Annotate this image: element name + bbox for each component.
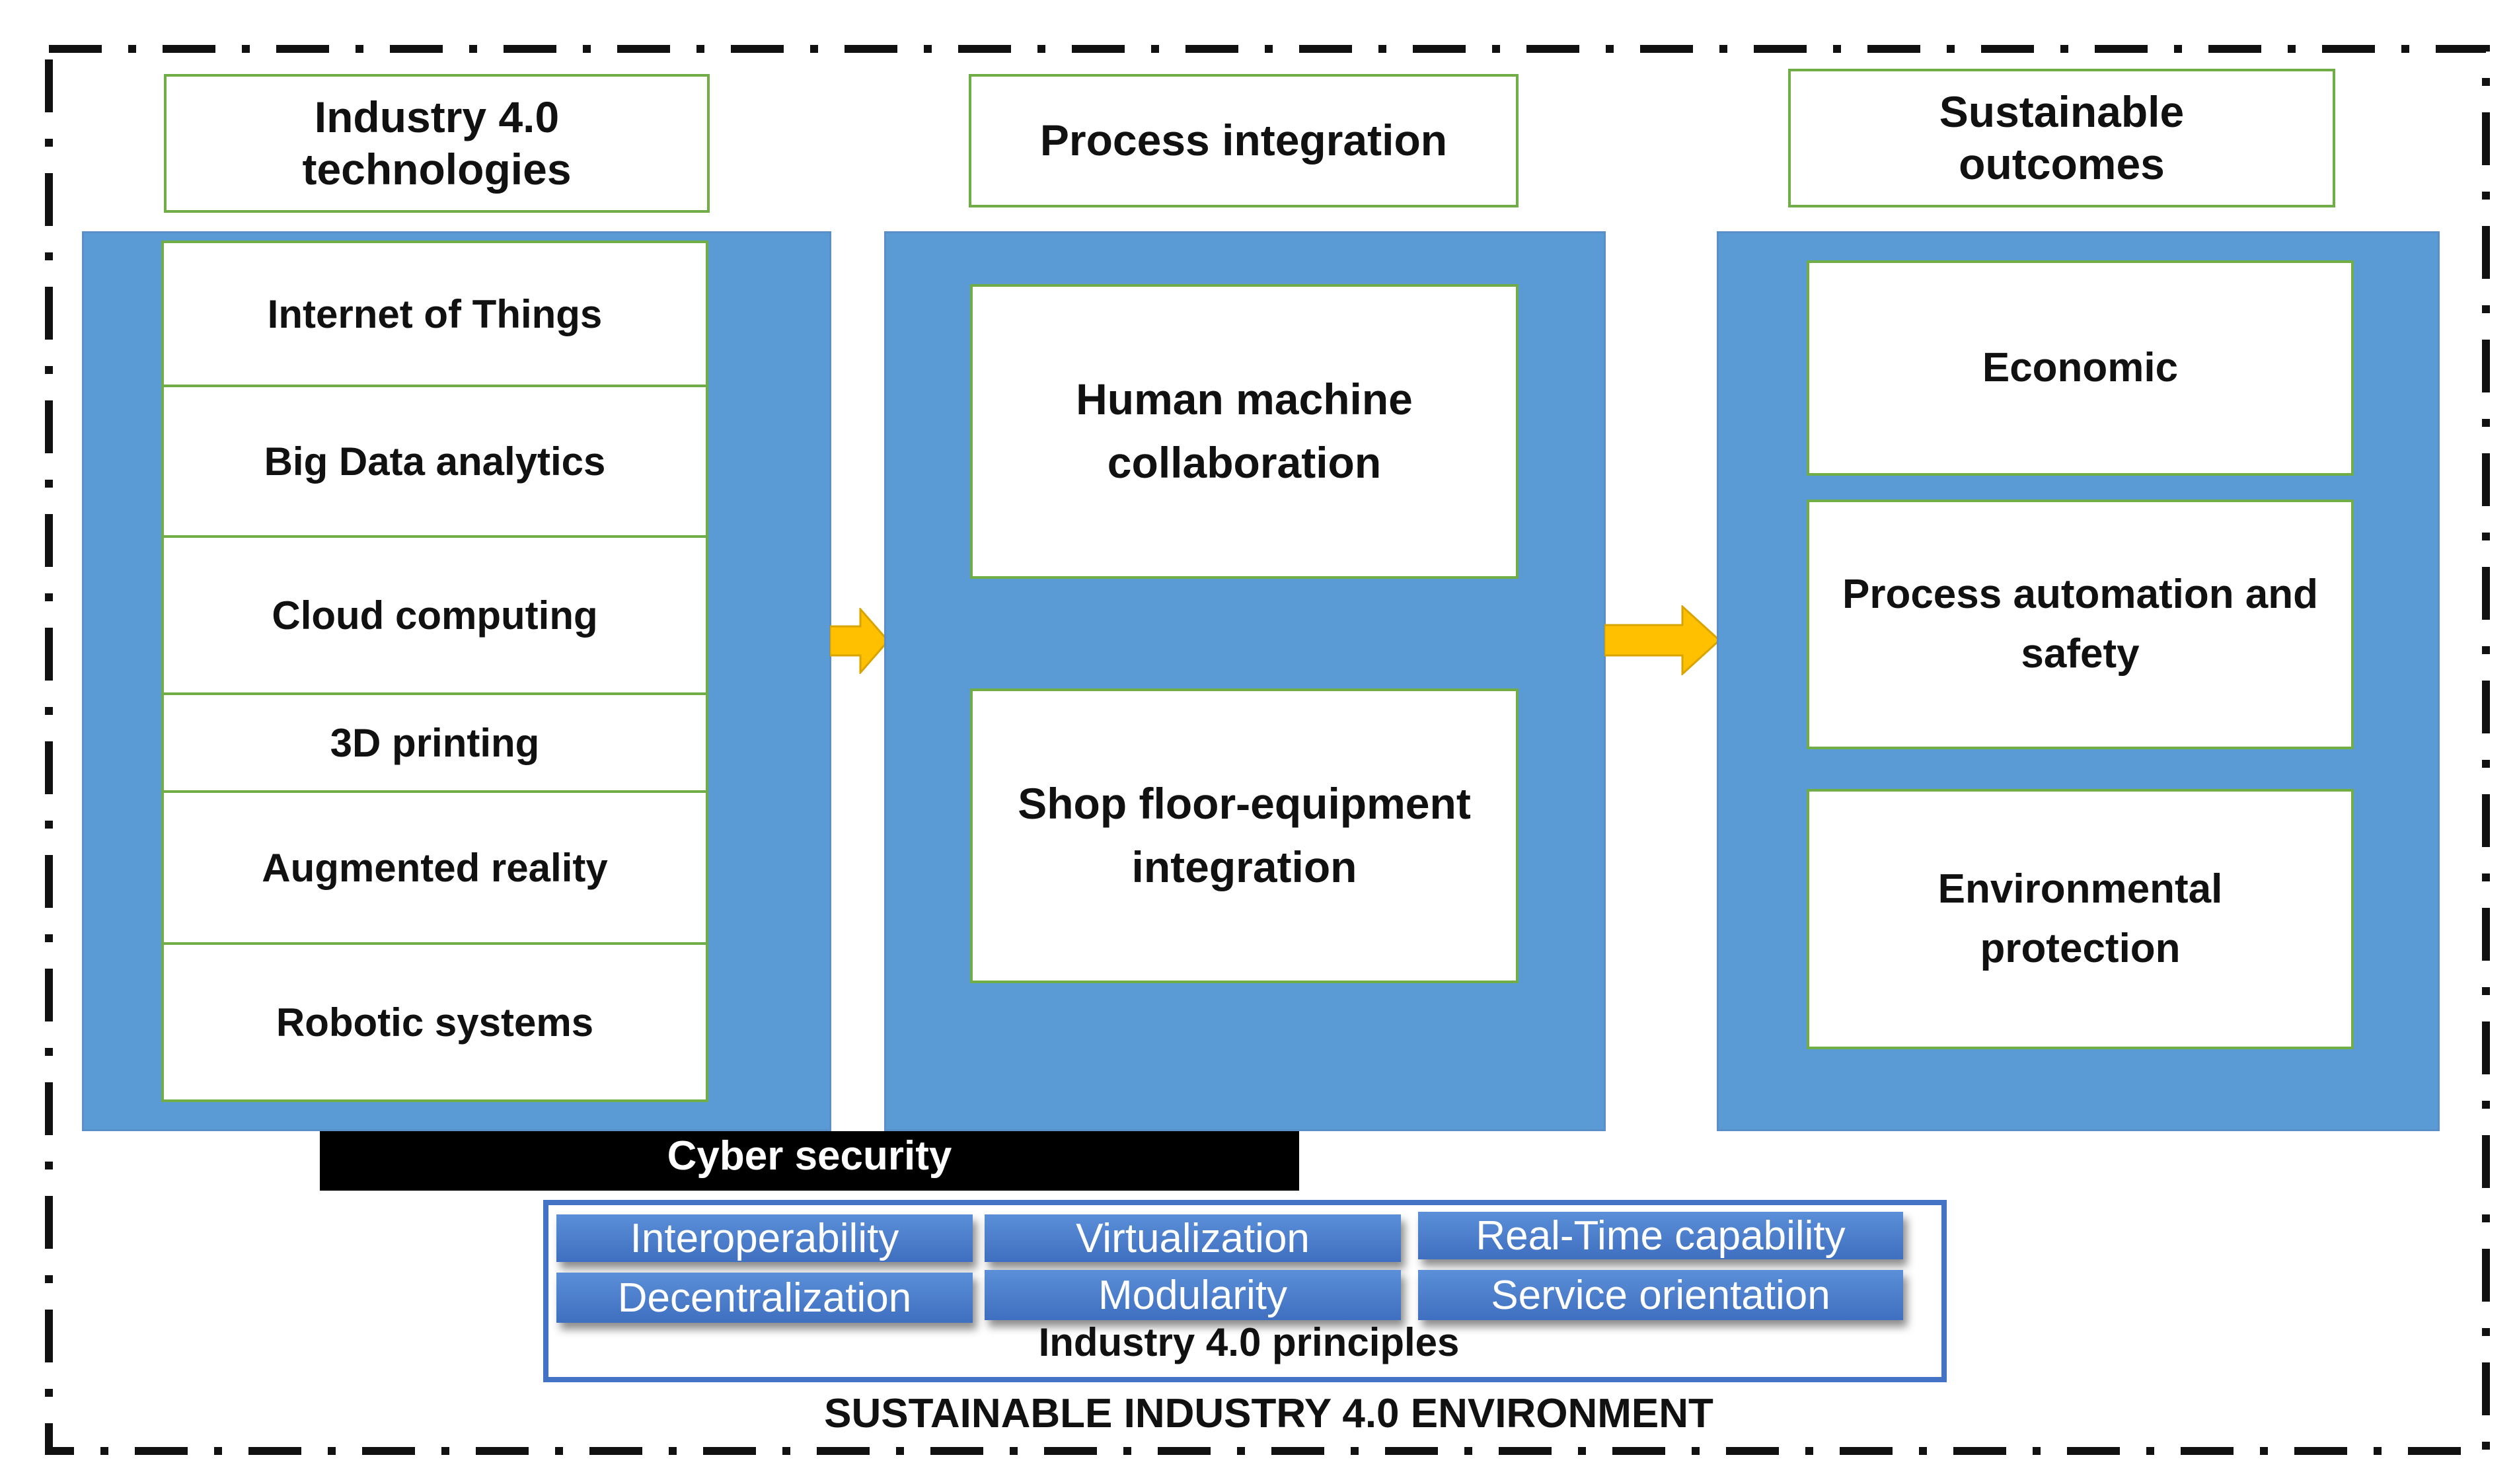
cyber-security-label: Cyber security — [667, 1133, 952, 1179]
cyber-security-bar: Cyber security — [320, 1131, 1299, 1191]
principle-service-orientation: Service orientation — [1418, 1270, 1903, 1320]
tech-item-cloud-computing: Cloud computing — [161, 535, 708, 695]
arrow-right-icon — [1604, 605, 1721, 675]
outcome-environmental-protection: Environmental protection — [1807, 789, 2354, 1049]
process-item-human-machine: Human machine collaboration — [970, 284, 1519, 579]
header-technologies: Industry 4.0 technologies — [164, 74, 710, 213]
principle-decentralization: Decentralization — [556, 1273, 973, 1323]
tech-item-big-data-analytics: Big Data analytics — [161, 385, 708, 538]
header-sustainable-outcomes: Sustainable outcomes — [1788, 69, 2335, 207]
principles-label: Industry 4.0 principles — [1038, 1320, 1460, 1364]
principle-modularity: Modularity — [985, 1270, 1401, 1320]
principle-interoperability: Interoperability — [556, 1214, 973, 1262]
tech-item-internet-of-things: Internet of Things — [161, 241, 708, 387]
tech-item-robotic-systems: Robotic systems — [161, 942, 708, 1102]
environment-label: SUSTAINABLE INDUSTRY 4.0 ENVIRONMENT — [824, 1391, 1713, 1436]
arrow-right-icon — [830, 608, 889, 674]
principle-real-time-capability: Real-Time capability — [1418, 1212, 1903, 1259]
tech-item-3d-printing: 3D printing — [161, 692, 708, 793]
outcome-process-automation: Process automation and safety — [1807, 500, 2354, 749]
outcome-economic: Economic — [1807, 260, 2354, 476]
process-item-shop-floor: Shop floor-equipment integration — [970, 688, 1519, 983]
principle-virtualization: Virtualization — [985, 1214, 1401, 1262]
tech-item-augmented-reality: Augmented reality — [161, 790, 708, 945]
header-process-integration: Process integration — [969, 74, 1519, 207]
